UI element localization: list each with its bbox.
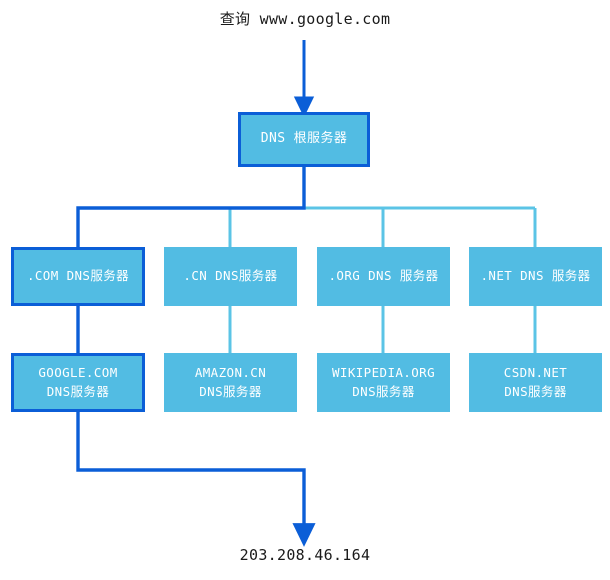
- node-authoritative-google-com[interactable]: GOOGLE.COM DNS服务器: [11, 353, 145, 412]
- node-tld-com[interactable]: .COM DNS服务器: [11, 247, 145, 306]
- node-authoritative-amazon-cn[interactable]: AMAZON.CN DNS服务器: [164, 353, 297, 412]
- node-dns-root-server[interactable]: DNS 根服务器: [238, 112, 370, 167]
- node-tld-cn[interactable]: .CN DNS服务器: [164, 247, 297, 306]
- node-authoritative-csdn-net[interactable]: CSDN.NET DNS服务器: [469, 353, 602, 412]
- node-tld-org[interactable]: .ORG DNS 服务器: [317, 247, 450, 306]
- wire-highlighted-path: [76, 167, 316, 547]
- wire-root-to-tlds: [76, 167, 537, 247]
- node-tld-net[interactable]: .NET DNS 服务器: [469, 247, 602, 306]
- node-authoritative-wikipedia-org[interactable]: WIKIPEDIA.ORG DNS服务器: [317, 353, 450, 412]
- resolved-ip-label: 203.208.46.164: [239, 546, 371, 564]
- wire-tlds-to-authoritative: [76, 306, 537, 353]
- query-label: 查询 www.google.com: [219, 10, 391, 28]
